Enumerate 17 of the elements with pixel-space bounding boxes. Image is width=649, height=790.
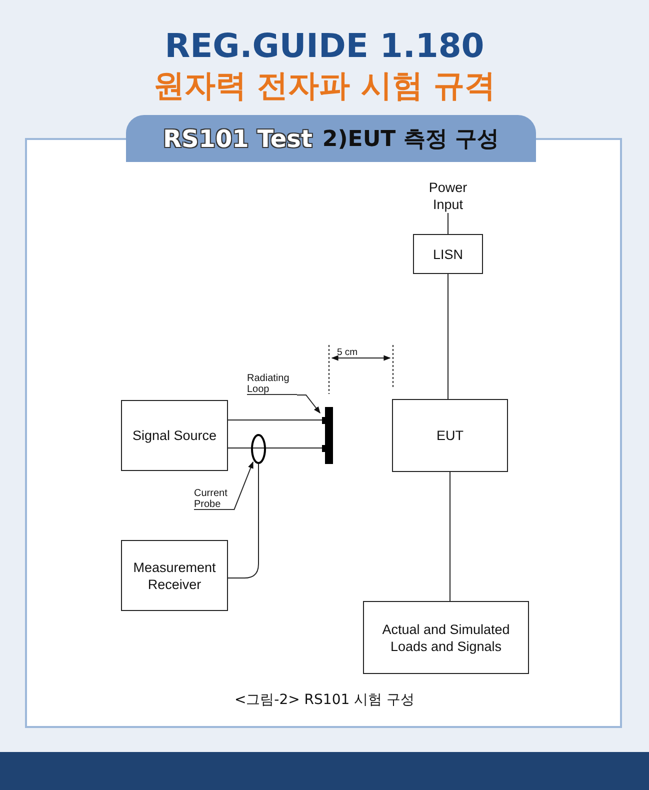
tab-heading: RS101 Test [162, 124, 312, 152]
title: REG.GUIDE 1.180 [164, 26, 486, 66]
lisn-box: LISN [413, 234, 483, 274]
receiver-box: Measurement Receiver [121, 540, 228, 611]
subtitle: 원자력 전자파 시험 규격 [152, 67, 497, 106]
leader-line [234, 461, 254, 510]
loop-label: Radiating Loop [247, 373, 297, 395]
dimension-label: 5 cm [335, 347, 360, 358]
figure-caption: <그림-2> RS101 시험 구성 [233, 691, 416, 709]
loads-box: Actual and Simulated Loads and Signals [363, 601, 529, 674]
tab-heading: 2)EUT 측정 구성 [322, 126, 500, 154]
signal-source-box: Signal Source [121, 400, 228, 471]
connector-line [228, 464, 259, 578]
power-input-label: Power Input [418, 179, 478, 213]
probe-label: Current Probe [194, 488, 234, 510]
leader-line [296, 394, 320, 414]
eut-box: EUT [392, 399, 508, 472]
